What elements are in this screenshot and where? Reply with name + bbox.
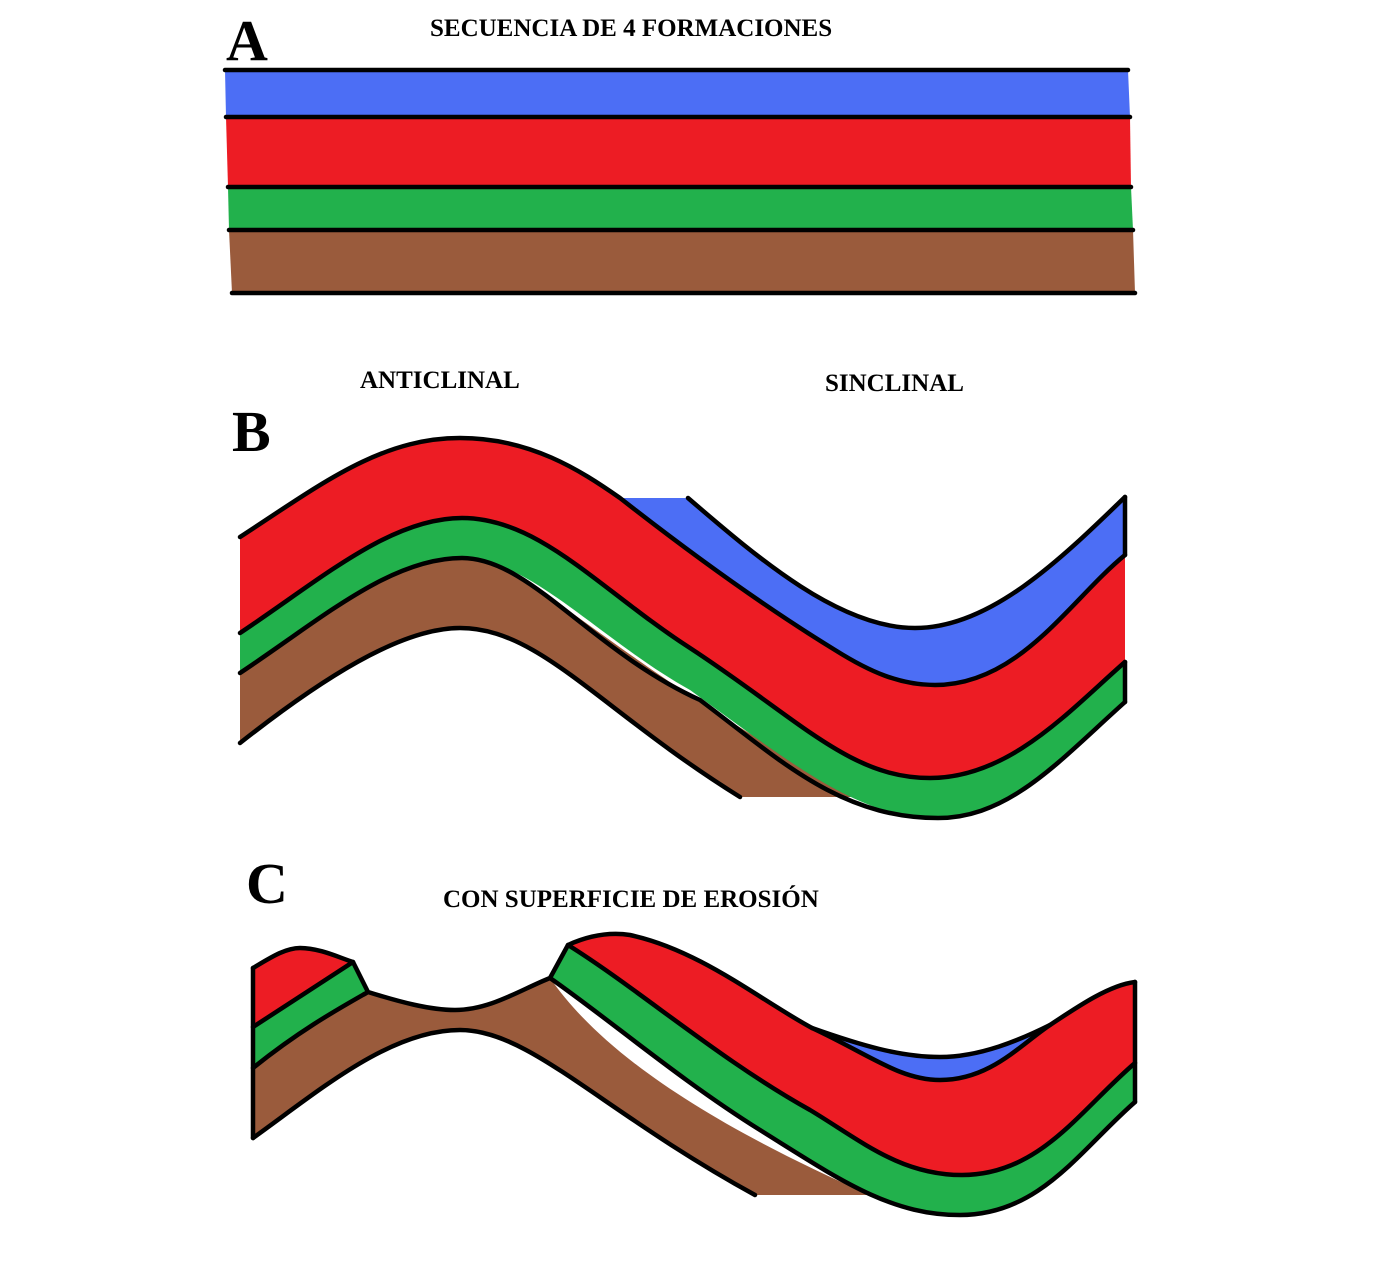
- panel-b-contacts: [237, 435, 1128, 821]
- panel-a-contacts: [222, 67, 1138, 296]
- panel-c-layer-green-right: [550, 945, 1135, 1215]
- panel-c-contacts: [250, 931, 1138, 1218]
- panel-a-layer-blue: [225, 70, 1130, 117]
- panel-b-layer-blue: [618, 497, 1125, 685]
- panel-b-layer-green: [240, 518, 1125, 818]
- panel-b-label-anticline: ANTICLINAL: [360, 367, 520, 394]
- panel-a-layer-brown: [229, 230, 1135, 293]
- panel-b: ANTICLINAL SINCLINAL B: [232, 367, 1128, 821]
- panel-a-caption: SECUENCIA DE 4 FORMACIONES: [430, 15, 832, 42]
- panel-c-layer-red-right: [568, 933, 1135, 1175]
- panel-a: A SECUENCIA DE 4 FORMACIONES: [222, 8, 1138, 296]
- panel-b-layer-red: [240, 438, 1125, 778]
- panel-c-layer-red-left: [253, 948, 353, 1027]
- panel-c-layer-green: [253, 962, 368, 1068]
- panel-b-letter: B: [232, 399, 271, 464]
- panel-c: C CON SUPERFICIE DE EROSIÓN: [246, 851, 1138, 1218]
- panel-c-layer-brown: [253, 978, 870, 1195]
- panel-c-caption: CON SUPERFICIE DE EROSIÓN: [443, 885, 819, 913]
- panel-b-layer-brown: [240, 558, 860, 797]
- panel-c-letter: C: [246, 851, 288, 916]
- panel-a-layer-green: [228, 187, 1133, 230]
- panel-b-label-syncline: SINCLINAL: [825, 370, 964, 397]
- panel-a-layer-red: [226, 117, 1131, 187]
- panel-a-letter: A: [226, 8, 268, 73]
